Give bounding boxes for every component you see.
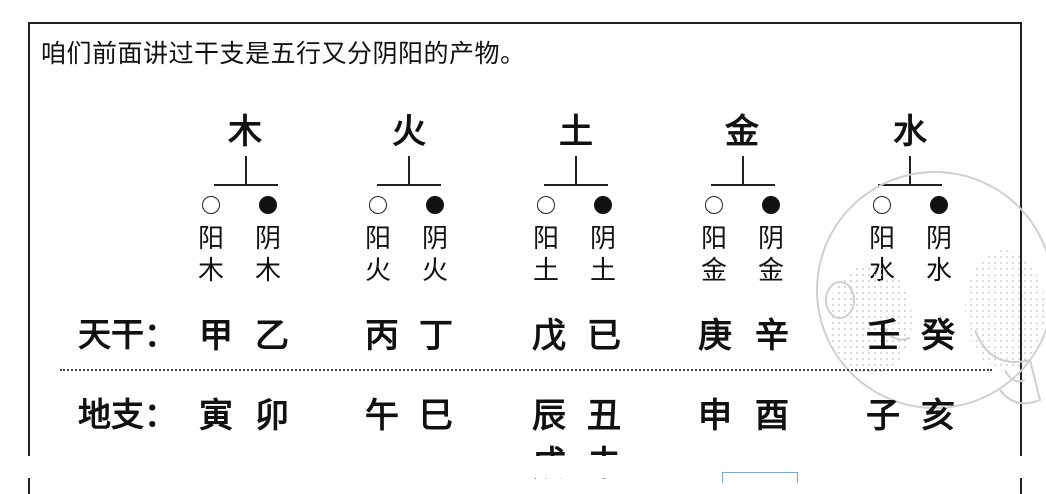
yin-label: 阴 — [254, 224, 281, 254]
open-circle-icon — [202, 196, 220, 214]
cartoon-mascot-icon — [816, 171, 1046, 409]
yin-label: 阴 — [589, 224, 616, 254]
open-circle-icon — [369, 196, 387, 214]
filled-circle-icon — [930, 196, 948, 214]
yang-sub-label: 火 — [364, 256, 391, 286]
dizhi-char: 丑 — [587, 396, 621, 436]
yang-label: 阳 — [364, 224, 391, 254]
tiangan-char: 乙 — [255, 316, 289, 356]
yin-label: 阴 — [757, 224, 784, 254]
dizhi-char: 子 — [866, 396, 900, 436]
yin-sub-label: 金 — [757, 256, 784, 286]
element-title: 木 — [228, 112, 262, 152]
yang-sub-label: 木 — [197, 256, 224, 286]
dizhi-char: 寅 — [199, 396, 233, 436]
yin-sub-label: 木 — [254, 256, 281, 286]
yang-label: 阳 — [532, 224, 559, 254]
yin-sub-label: 水 — [925, 256, 952, 286]
dizhi-char: 酉 — [755, 396, 789, 436]
tiangan-char: 庚 — [698, 316, 732, 356]
dizhi-char: 卯 — [255, 396, 289, 436]
tiangan-char: 戊 — [532, 316, 566, 356]
branch-connector — [878, 156, 942, 186]
element-title: 火 — [392, 112, 426, 152]
intro-text: 咱们前面讲过干支是五行又分阴阳的产物。 — [41, 39, 526, 68]
dizhi-char: 午 — [365, 396, 399, 436]
branch-connector — [711, 156, 775, 186]
tiangan-label: 天干： — [78, 315, 177, 354]
open-circle-icon — [873, 196, 891, 214]
branch-connector — [544, 156, 608, 186]
branch-connector — [214, 156, 278, 186]
yang-label: 阳 — [197, 224, 224, 254]
yang-sub-label: 土 — [532, 256, 559, 286]
dizhi-char: 辰 — [532, 396, 566, 436]
dotted-divider — [60, 369, 992, 371]
dizhi-char: 亥 — [921, 396, 955, 436]
dizhi-char: 巳 — [419, 396, 453, 436]
yang-label: 阳 — [700, 224, 727, 254]
yang-label: 阳 — [868, 224, 895, 254]
yin-label: 阴 — [925, 224, 952, 254]
tiangan-char: 甲 — [199, 316, 233, 356]
filled-circle-icon — [762, 196, 780, 214]
filled-circle-icon — [259, 196, 277, 214]
yang-sub-label: 金 — [700, 256, 727, 286]
open-circle-icon — [705, 196, 723, 214]
tiangan-char: 已 — [587, 316, 621, 356]
branch-connector — [377, 156, 441, 186]
tiangan-char: 辛 — [755, 316, 789, 356]
yin-sub-label: 土 — [589, 256, 616, 286]
dizhi-char: 申 — [698, 396, 732, 436]
tiangan-char: 癸 — [921, 316, 955, 356]
element-title: 水 — [893, 112, 927, 152]
tiangan-char: 丁 — [419, 316, 453, 356]
dizhi-label: 地支： — [78, 395, 177, 434]
tiangan-char: 丙 — [365, 316, 399, 356]
element-title: 金 — [725, 112, 759, 152]
viewport-bottom-edge — [0, 456, 1046, 478]
yin-sub-label: 火 — [421, 256, 448, 286]
tiangan-char: 壬 — [866, 316, 900, 356]
filled-circle-icon — [426, 196, 444, 214]
open-circle-icon — [537, 196, 555, 214]
yin-label: 阴 — [421, 224, 448, 254]
element-title: 土 — [559, 112, 593, 152]
filled-circle-icon — [594, 196, 612, 214]
